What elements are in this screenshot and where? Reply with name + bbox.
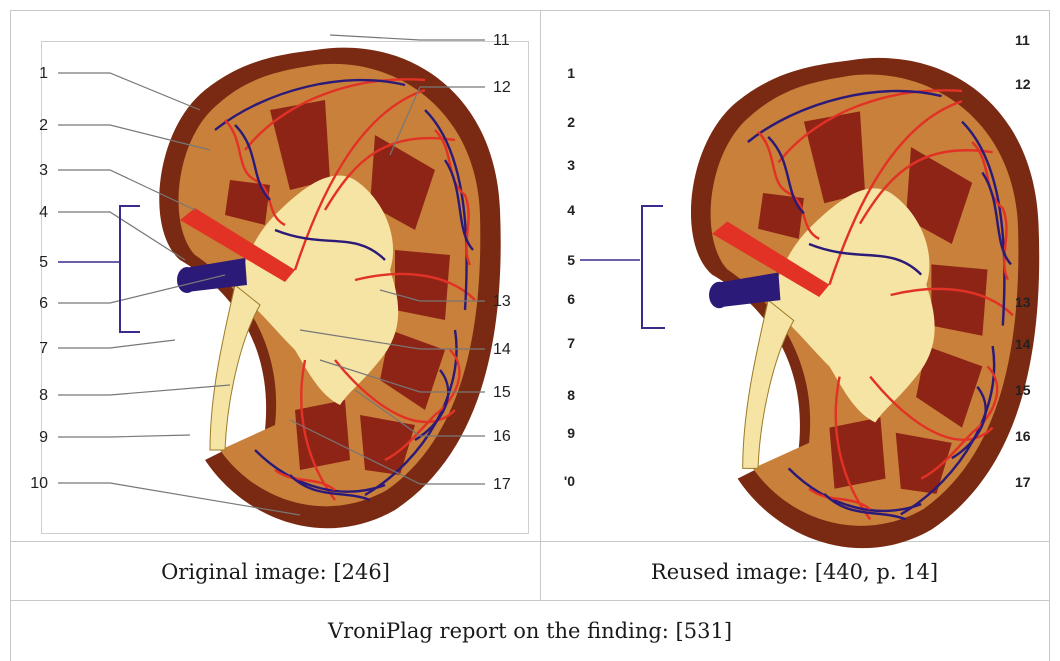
original-image-frame (41, 41, 529, 534)
reused-image-cell (540, 10, 1050, 542)
reused-image-caption: Reused image: [440, p. 14] (540, 541, 1050, 601)
original-image-caption: Original image: [246] (10, 541, 541, 601)
original-image-cell (10, 10, 541, 542)
report-caption: VroniPlag report on the finding: [531] (10, 600, 1050, 661)
